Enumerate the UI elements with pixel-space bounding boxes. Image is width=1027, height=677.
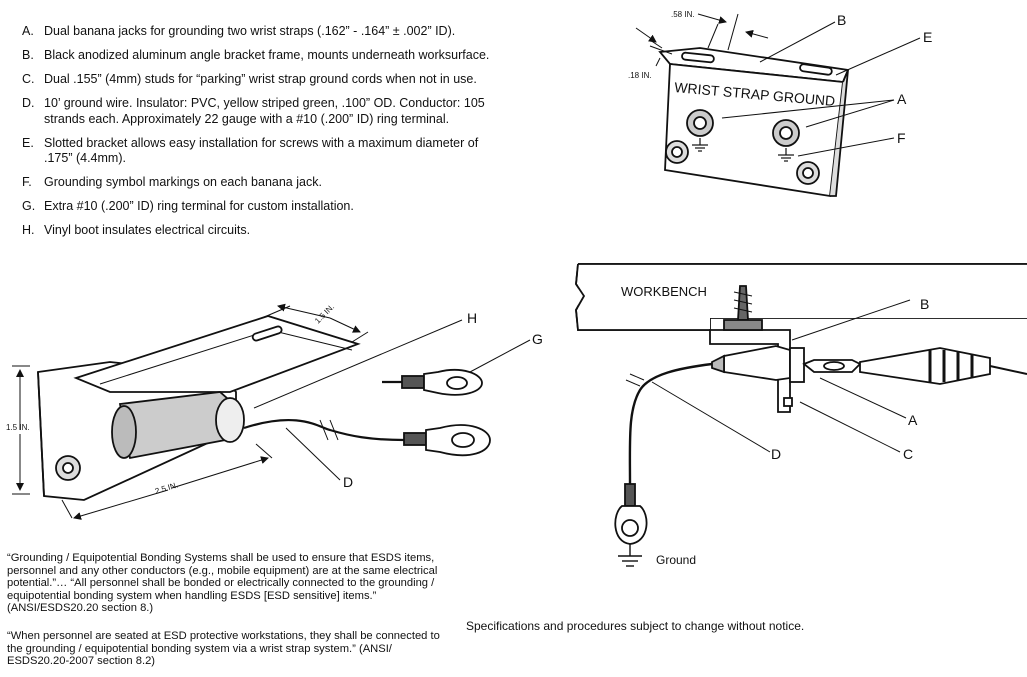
spec-letter: D. — [22, 96, 35, 110]
spec-letter: H. — [22, 223, 35, 237]
spec-text: Slotted bracket allows easy installation… — [44, 135, 479, 166]
bracket-diagram — [12, 303, 531, 520]
ground-plate-diagram — [635, 13, 921, 198]
dim-height: 1.5 IN. — [6, 423, 30, 432]
label-a-right: A — [908, 412, 918, 428]
spec-letter: G. — [22, 199, 36, 213]
ansi-quote-1: “Grounding / Equipotential Bonding Syste… — [7, 552, 438, 614]
spec-letter: E. — [22, 135, 34, 150]
workbench-diagram — [575, 263, 1027, 567]
dim-depth: 1.5 IN. — [313, 302, 336, 325]
label-b-right: B — [920, 296, 929, 312]
spec-text: Vinyl boot insulates electrical circuits… — [44, 223, 251, 237]
spec-item: G. Extra #10 (.200” ID) ring terminal for… — [22, 199, 492, 215]
spec-letter: C. — [22, 72, 35, 86]
ansi-quote-2: “When personnel are seated at ESD protec… — [7, 630, 440, 667]
dim-slot: .58 IN. — [671, 10, 695, 19]
label-g: G — [532, 331, 543, 347]
label-h: H — [467, 310, 477, 326]
label-e: E — [923, 29, 932, 45]
label-a-top: A — [897, 91, 907, 107]
spec-text: Grounding symbol markings on each banana… — [44, 175, 322, 189]
spec-letter: F. — [22, 175, 32, 189]
spec-item: B. Black anodized aluminum angle bracket … — [22, 48, 492, 64]
label-b-top: B — [837, 12, 846, 28]
dim-thickness: .18 IN. — [628, 71, 652, 80]
spec-text: Dual .155” (4mm) studs for “parking” wri… — [44, 72, 477, 86]
label-d-right: D — [771, 446, 781, 462]
spec-letter: A. — [22, 24, 34, 38]
spec-letter: B. — [22, 48, 34, 62]
workbench-label: WORKBENCH — [621, 284, 707, 299]
spec-list: A. Dual banana jacks for grounding two wr… — [22, 24, 492, 247]
spec-item: C. Dual .155” (4mm) studs for “parking” w… — [22, 72, 492, 88]
label-c: C — [903, 446, 913, 462]
spec-text: 10’ ground wire. Insulator: PVC, yellow … — [44, 96, 485, 126]
spec-text: Dual banana jacks for grounding two wris… — [44, 24, 456, 38]
dim-length: 2.5 IN. — [154, 480, 179, 496]
spec-item: A. Dual banana jacks for grounding two wr… — [22, 24, 492, 40]
label-f: F — [897, 130, 906, 146]
spec-item: H. Vinyl boot insulates electrical circui… — [22, 223, 492, 239]
ground-label: Ground — [656, 553, 696, 567]
spec-text: Black anodized aluminum angle bracket fr… — [44, 48, 490, 62]
spec-item: D. 10’ ground wire. Insulator: PVC, yello… — [22, 96, 492, 127]
spec-item: E. Slotted bracket allows easy installati… — [22, 136, 492, 167]
spec-item: F. Grounding symbol markings on each bana… — [22, 175, 492, 191]
spec-text: Extra #10 (.200” ID) ring terminal for c… — [44, 199, 354, 213]
disclaimer: Specifications and procedures subject to… — [466, 619, 805, 633]
label-d-left: D — [343, 474, 353, 490]
